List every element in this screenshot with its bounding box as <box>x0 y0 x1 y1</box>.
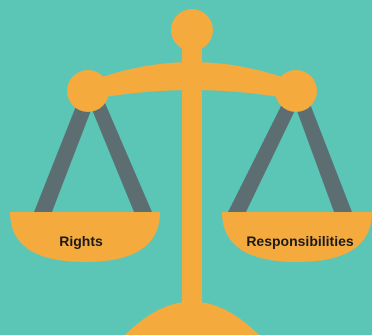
left-pan-label: Rights <box>59 233 103 249</box>
right-pan <box>222 212 372 262</box>
right-pan-label: Responsibilities <box>246 233 354 249</box>
left-beam-ball <box>67 70 109 112</box>
scale-base <box>125 301 259 335</box>
top-knob <box>171 9 213 51</box>
left-inner-chain <box>88 96 152 212</box>
right-outer-chain <box>293 96 352 212</box>
scale-beam <box>88 62 296 100</box>
left-chains <box>34 96 152 212</box>
scale-post <box>182 36 202 308</box>
left-pan <box>10 212 160 262</box>
right-beam-ball <box>275 70 317 112</box>
left-outer-chain <box>34 96 95 212</box>
right-chains <box>228 96 352 212</box>
right-inner-chain <box>228 96 300 212</box>
